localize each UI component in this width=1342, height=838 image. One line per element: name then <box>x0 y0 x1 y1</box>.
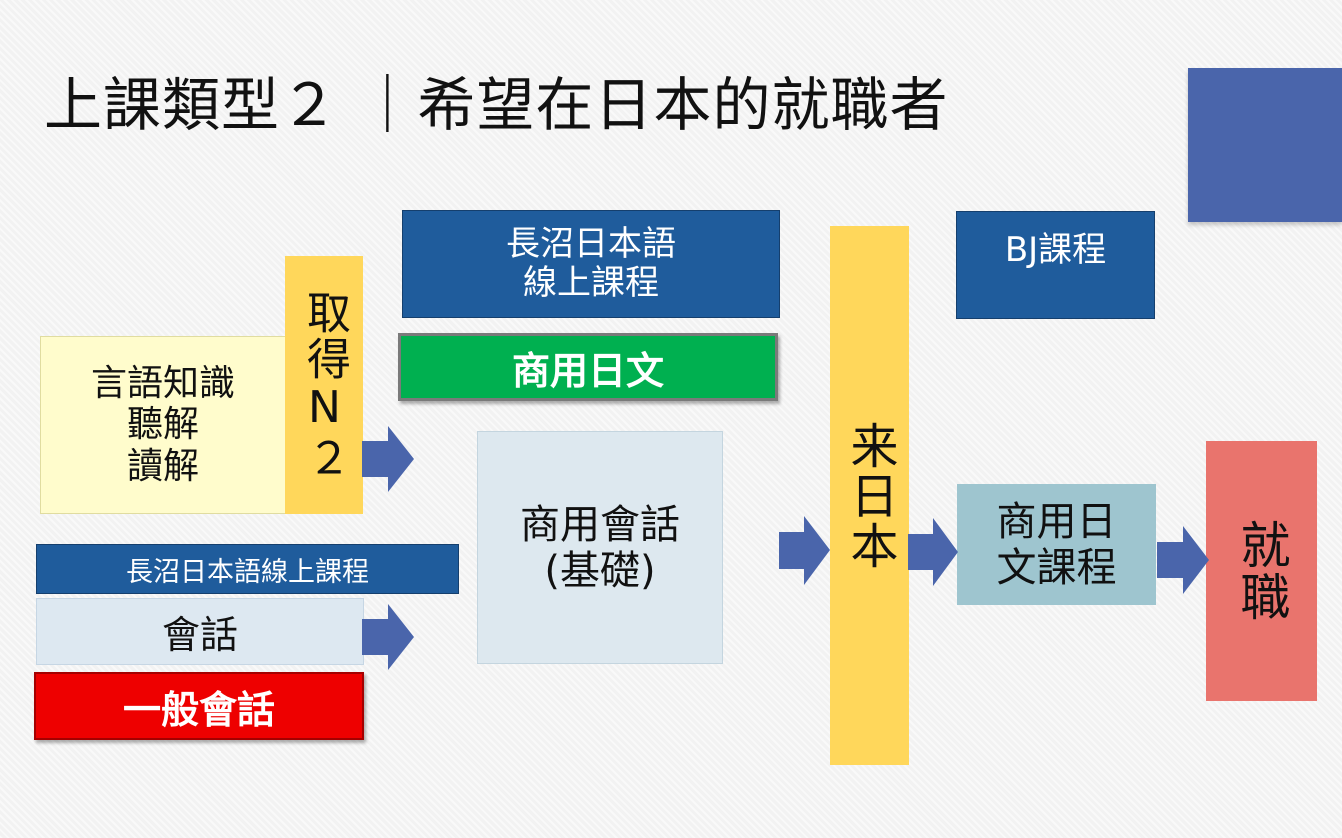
employment-box: 就職 <box>1206 441 1317 701</box>
business-japanese-course-box: 商用日 文課程 <box>957 484 1156 605</box>
arrow-right-icon <box>908 518 958 586</box>
business-conversation-box: 商用會話 (基礎) <box>477 431 723 664</box>
language-skills-box: 言語知識 聽解 讀解 <box>40 336 286 514</box>
come-to-japan-box: 来日本 <box>830 226 909 765</box>
conversation-box: 會話 <box>36 598 364 665</box>
obtain-n2-box: 取得N２ <box>285 256 363 514</box>
page-title: 上課類型２ ｜希望在日本的就職者 <box>44 71 949 139</box>
general-conversation-box: 一般會話 <box>34 672 364 740</box>
arrow-right-icon <box>779 516 830 585</box>
corner-decoration <box>1188 68 1342 222</box>
arrow-right-icon <box>362 426 414 492</box>
online-course-left-box: 長沼日本語線上課程 <box>36 544 459 594</box>
business-japanese-box: 商用日文 <box>398 333 778 401</box>
online-course-top-box: 長沼日本語 線上課程 <box>402 210 780 318</box>
bj-course-box: BJ課程 <box>956 211 1155 319</box>
arrow-right-icon <box>362 604 414 670</box>
arrow-right-icon <box>1157 526 1209 594</box>
